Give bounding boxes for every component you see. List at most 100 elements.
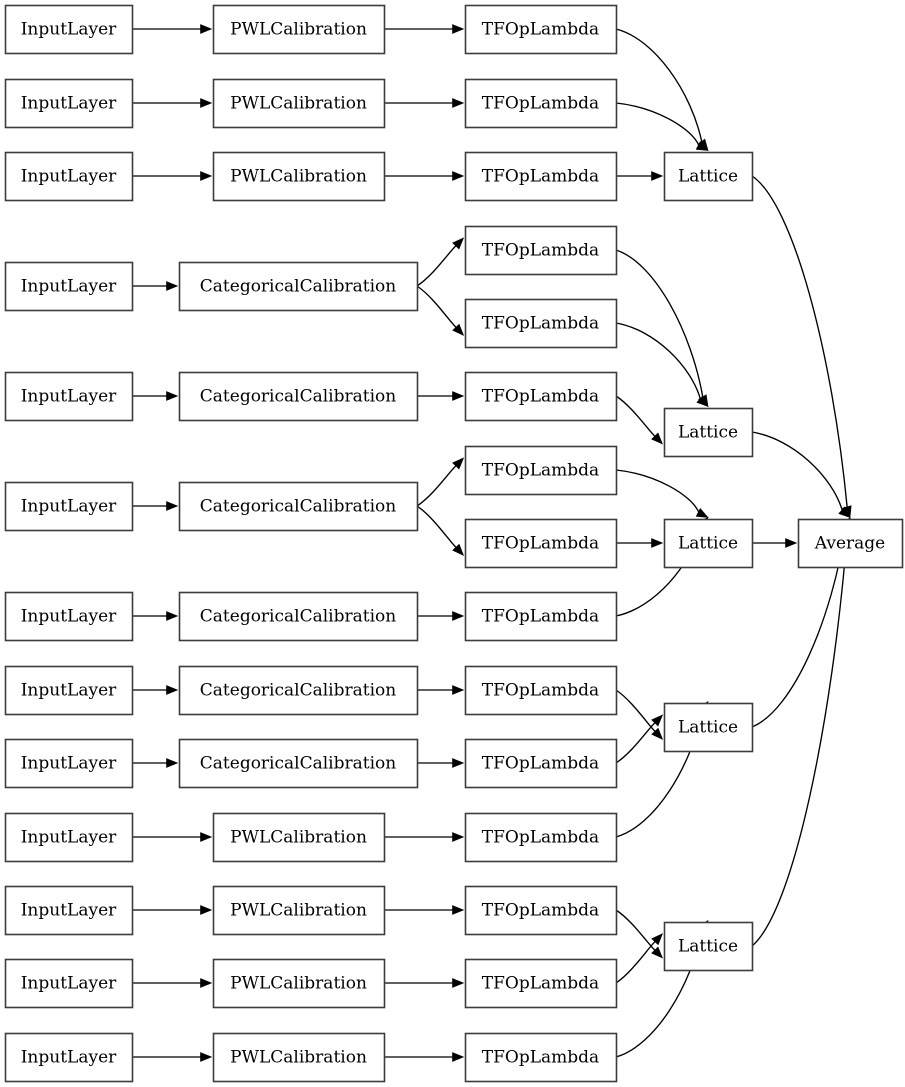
node-box[interactable] (4, 78, 134, 129)
node-inputlayer-in4[interactable]: InputLayer (4, 371, 134, 422)
node-box[interactable] (4, 1032, 134, 1083)
node-box[interactable] (464, 958, 618, 1009)
node-box[interactable] (178, 665, 419, 716)
node-categoricalcalibration-cal3[interactable]: CategoricalCalibration (178, 261, 419, 312)
node-box[interactable] (464, 371, 618, 422)
node-inputlayer-in5[interactable]: InputLayer (4, 481, 134, 532)
node-box[interactable] (663, 151, 754, 202)
node-box[interactable] (464, 1032, 618, 1083)
node-box[interactable] (212, 4, 386, 55)
node-lattice-lat3[interactable]: Lattice (663, 702, 754, 753)
node-box[interactable] (4, 958, 134, 1009)
node-pwlcalibration-cal10[interactable]: PWLCalibration (212, 885, 386, 936)
node-lattice-lat2[interactable]: Lattice (663, 518, 754, 569)
node-tfoplambda-op14[interactable]: TFOpLambda (464, 1032, 618, 1083)
node-categoricalcalibration-cal6[interactable]: CategoricalCalibration (178, 591, 419, 642)
node-box[interactable] (212, 812, 386, 863)
node-box[interactable] (178, 481, 419, 532)
node-inputlayer-in0[interactable]: InputLayer (4, 4, 134, 55)
edge-cal5-to-op7 (416, 505, 458, 549)
node-box[interactable] (464, 665, 618, 716)
node-box[interactable] (4, 738, 134, 789)
node-box[interactable] (4, 4, 134, 55)
node-inputlayer-in7[interactable]: InputLayer (4, 665, 134, 716)
node-box[interactable] (212, 1032, 386, 1083)
node-tfoplambda-op4[interactable]: TFOpLambda (464, 298, 618, 349)
node-average-avg[interactable]: Average (797, 518, 904, 569)
node-box[interactable] (464, 591, 618, 642)
node-pwlcalibration-cal9[interactable]: PWLCalibration (212, 812, 386, 863)
node-box[interactable] (212, 78, 386, 129)
edge-arrowhead (651, 171, 664, 181)
node-tfoplambda-op12[interactable]: TFOpLambda (464, 885, 618, 936)
node-box[interactable] (464, 298, 618, 349)
node-inputlayer-in1[interactable]: InputLayer (4, 78, 134, 129)
node-box[interactable] (178, 591, 419, 642)
node-tfoplambda-op11[interactable]: TFOpLambda (464, 812, 618, 863)
node-box[interactable] (464, 738, 618, 789)
node-box[interactable] (663, 921, 754, 972)
node-tfoplambda-op0[interactable]: TFOpLambda (464, 4, 618, 55)
node-tfoplambda-op8[interactable]: TFOpLambda (464, 591, 618, 642)
node-box[interactable] (663, 518, 754, 569)
node-lattice-lat1[interactable]: Lattice (663, 407, 754, 458)
node-box[interactable] (464, 445, 618, 496)
node-box[interactable] (4, 151, 134, 202)
node-box[interactable] (212, 958, 386, 1009)
node-box[interactable] (464, 4, 618, 55)
node-inputlayer-in12[interactable]: InputLayer (4, 1032, 134, 1083)
node-box[interactable] (178, 371, 419, 422)
node-box[interactable] (4, 812, 134, 863)
node-box[interactable] (663, 702, 754, 753)
node-pwlcalibration-cal11[interactable]: PWLCalibration (212, 958, 386, 1009)
node-box[interactable] (4, 481, 134, 532)
node-box[interactable] (178, 738, 419, 789)
node-tfoplambda-op13[interactable]: TFOpLambda (464, 958, 618, 1009)
node-tfoplambda-op6[interactable]: TFOpLambda (464, 445, 618, 496)
node-box[interactable] (212, 885, 386, 936)
node-inputlayer-in10[interactable]: InputLayer (4, 885, 134, 936)
node-categoricalcalibration-cal7[interactable]: CategoricalCalibration (178, 665, 419, 716)
node-tfoplambda-op3[interactable]: TFOpLambda (464, 225, 618, 276)
node-inputlayer-in2[interactable]: InputLayer (4, 151, 134, 202)
node-box[interactable] (4, 885, 134, 936)
node-categoricalcalibration-cal4[interactable]: CategoricalCalibration (178, 371, 419, 422)
node-pwlcalibration-cal1[interactable]: PWLCalibration (212, 78, 386, 129)
node-categoricalcalibration-cal5[interactable]: CategoricalCalibration (178, 481, 419, 532)
node-box[interactable] (4, 371, 134, 422)
edge-arrowhead (200, 978, 213, 988)
node-categoricalcalibration-cal8[interactable]: CategoricalCalibration (178, 738, 419, 789)
node-box[interactable] (464, 151, 618, 202)
node-tfoplambda-op7[interactable]: TFOpLambda (464, 518, 618, 569)
node-inputlayer-in3[interactable]: InputLayer (4, 261, 134, 312)
node-box[interactable] (663, 407, 754, 458)
node-tfoplambda-op5[interactable]: TFOpLambda (464, 371, 618, 422)
node-box[interactable] (464, 885, 618, 936)
node-inputlayer-in11[interactable]: InputLayer (4, 958, 134, 1009)
node-pwlcalibration-cal2[interactable]: PWLCalibration (212, 151, 386, 202)
node-box[interactable] (464, 225, 618, 276)
node-box[interactable] (464, 518, 618, 569)
node-box[interactable] (797, 518, 904, 569)
node-inputlayer-in6[interactable]: InputLayer (4, 591, 134, 642)
node-box[interactable] (178, 261, 419, 312)
edge-arrowhead (452, 685, 465, 695)
node-tfoplambda-op1[interactable]: TFOpLambda (464, 78, 618, 129)
node-tfoplambda-op9[interactable]: TFOpLambda (464, 665, 618, 716)
node-tfoplambda-op2[interactable]: TFOpLambda (464, 151, 618, 202)
edge-arrowhead (651, 933, 664, 946)
node-pwlcalibration-cal0[interactable]: PWLCalibration (212, 4, 386, 55)
node-box[interactable] (4, 591, 134, 642)
node-tfoplambda-op10[interactable]: TFOpLambda (464, 738, 618, 789)
node-lattice-lat4[interactable]: Lattice (663, 921, 754, 972)
node-box[interactable] (464, 78, 618, 129)
node-pwlcalibration-cal12[interactable]: PWLCalibration (212, 1032, 386, 1083)
edge-arrowhead (452, 171, 465, 181)
node-box[interactable] (4, 665, 134, 716)
node-inputlayer-in9[interactable]: InputLayer (4, 812, 134, 863)
node-inputlayer-in8[interactable]: InputLayer (4, 738, 134, 789)
node-lattice-lat0[interactable]: Lattice (663, 151, 754, 202)
node-box[interactable] (4, 261, 134, 312)
node-box[interactable] (212, 151, 386, 202)
node-box[interactable] (464, 812, 618, 863)
